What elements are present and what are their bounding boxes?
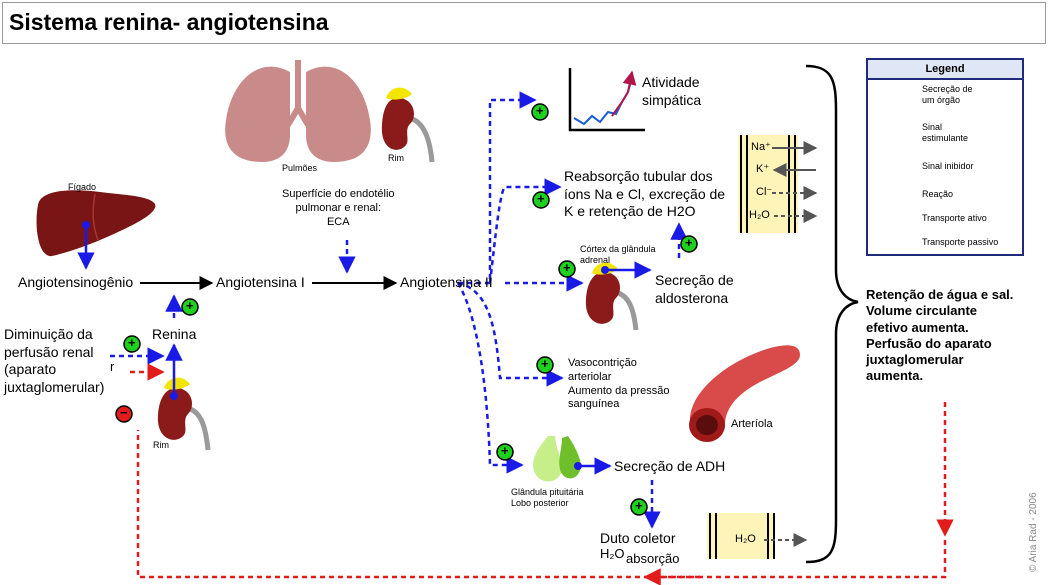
outcome-brace [805, 64, 859, 564]
copyright-notice: © Aria Rad - 2006 [1028, 492, 1039, 572]
plus-sign [123, 335, 141, 353]
minus-signs [115, 405, 133, 423]
plus-sign [630, 498, 648, 516]
page-title: Sistema renina- angiotensina [9, 9, 329, 35]
title-box: Sistema renina- angiotensina [2, 2, 1046, 44]
kidney-renin-label: Rim [153, 440, 169, 450]
liver-illustration [36, 190, 156, 257]
legend-item-active-transport: Transporte ativo [922, 213, 987, 223]
secretion-arrows [77, 221, 652, 475]
sympathetic-label: Atividade simpática [642, 74, 702, 108]
plus-glyph: + [541, 356, 549, 371]
tubule-panel [738, 135, 818, 233]
aldosterone-label: Secreção de aldosterona [655, 272, 734, 306]
duct-panel [707, 513, 808, 559]
pituitary-label: Glândula pituitária Lobo posterior [511, 487, 584, 509]
plus-glyph: + [563, 260, 571, 275]
stimulus-arrows [110, 91, 688, 529]
legend-item-passive-transport: Transporte passivo [922, 237, 999, 247]
water-absorption-label: absorção [626, 551, 680, 566]
renin-label: Renina [152, 326, 197, 342]
collecting-duct-label: Duto coletor [600, 530, 676, 546]
reduced-perfusion-label: Diminuição da perfusão renal (aparato ju… [4, 326, 105, 395]
plus-sign [532, 191, 550, 209]
legend-item-inhibitor: Sinal inibidor [922, 161, 974, 171]
legend-item-secretion: Secreção de um órgão [922, 84, 973, 105]
vasoconstriction-label: Vasocontrição arteriolar Aumento da pres… [568, 357, 670, 411]
r-mark: r [110, 359, 115, 374]
legend-title: Legend [868, 60, 1022, 80]
arteriole-label: Arteríola [731, 418, 773, 430]
water-absorption-h2o: H₂O [600, 546, 625, 561]
potassium-ion-label: K⁺ [756, 163, 770, 175]
kidney-top-illustration [381, 87, 435, 163]
plus-sign [181, 298, 199, 316]
angiotensin2-label: Angiotensina II [400, 274, 493, 290]
plus-glyph: + [186, 298, 194, 313]
ace-endothelium-label: Superfície do endotélio pulmonar e renal… [282, 188, 395, 228]
plus-glyph: + [635, 498, 643, 513]
lungs-label: Pulmões [282, 163, 318, 173]
plus-sign [536, 356, 554, 374]
outcome-text: Retenção de água e sal. Volume circulant… [866, 287, 1014, 384]
plus-glyph: + [536, 103, 544, 118]
arteriole-illustration [689, 345, 800, 442]
kidney-renin-illustration [157, 377, 211, 451]
minus-sign [115, 405, 133, 423]
legend-item-reaction: Reação [922, 189, 954, 199]
sympathetic-activity-chart [568, 68, 645, 132]
minus-glyph: − [120, 405, 128, 420]
tubular-reabsorption-label: Reabsorção tubular dos íons Na e Cl, exc… [564, 168, 726, 219]
legend-box: Legend Secreção de um órgão Sinal estimu… [866, 58, 1024, 256]
inhibitor-arrows [130, 363, 954, 585]
sodium-ion-label: Na⁺ [751, 141, 771, 153]
chloride-ion-label: Cl⁻ [756, 186, 773, 198]
plus-glyph: + [685, 235, 693, 250]
liver-label: Fígado [68, 182, 97, 192]
pituitary-illustration [533, 436, 581, 482]
plus-signs [123, 103, 698, 516]
plus-sign [680, 235, 698, 253]
plus-glyph: + [128, 335, 136, 350]
plus-sign [496, 443, 514, 461]
plus-sign [558, 260, 576, 278]
plus-glyph: + [501, 443, 509, 458]
lungs-illustration [225, 60, 371, 162]
angiotensinogen-label: Angiotensinogênio [18, 274, 134, 290]
plus-glyph: + [537, 191, 545, 206]
kidney-top-label: Rim [388, 153, 404, 163]
plus-sign [531, 103, 549, 121]
kidney-adrenal-illustration [585, 262, 639, 331]
duct-water-label: H₂O [735, 533, 756, 545]
adh-label: Secreção de ADH [614, 458, 726, 474]
angiotensin1-label: Angiotensina I [216, 274, 305, 290]
legend-item-stimulus: Sinal estimulante [922, 122, 969, 143]
water-ion-label: H₂O [749, 209, 770, 221]
adrenal-cortex-label: Córtex da glândula adrenal [580, 244, 656, 266]
